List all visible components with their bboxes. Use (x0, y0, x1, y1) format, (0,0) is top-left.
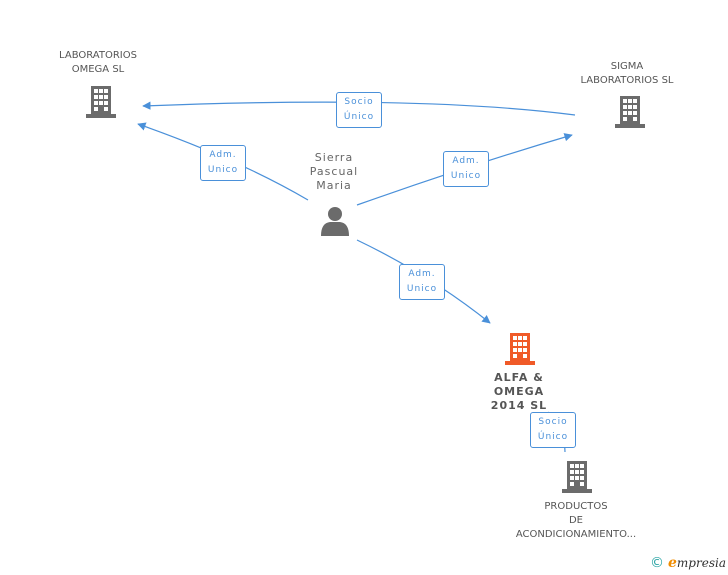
building-icon[interactable] (86, 86, 116, 118)
brand-wordmark: empresia (668, 555, 726, 571)
relation-socio-unico-sigma-lab: Socio Único (336, 92, 382, 128)
copyright-icon: © (650, 555, 664, 571)
building-icon[interactable] (562, 461, 592, 493)
building-icon[interactable] (505, 333, 535, 365)
empresia-logo[interactable]: © empresia (650, 554, 726, 572)
person-label-sierra-pascual-maria[interactable]: Sierra Pascual Maria (309, 151, 359, 192)
company-label-productos-acondicionamiento[interactable]: PRODUCTOS DE ACONDICIONAMIENTO... (515, 501, 637, 540)
person-icon[interactable] (321, 207, 349, 236)
company-label-laboratorios-omega[interactable]: LABORATORIOS OMEGA SL (59, 50, 137, 75)
relation-adm-unico-person-sigma: Adm. Unico (443, 151, 489, 187)
building-icon[interactable] (615, 96, 645, 128)
relation-adm-unico-person-alfa: Adm. Unico (399, 264, 445, 300)
relation-adm-unico-person-lab: Adm. Unico (200, 145, 246, 181)
company-label-sigma-laboratorios[interactable]: SIGMA LABORATORIOS SL (580, 61, 674, 86)
relation-socio-unico-alfa-productos: Socio Único (530, 412, 576, 448)
edge-sigma-to-lab-omega (142, 101, 576, 116)
company-label-alfa-omega-2014[interactable]: ALFA & OMEGA 2014 SL (490, 371, 548, 412)
